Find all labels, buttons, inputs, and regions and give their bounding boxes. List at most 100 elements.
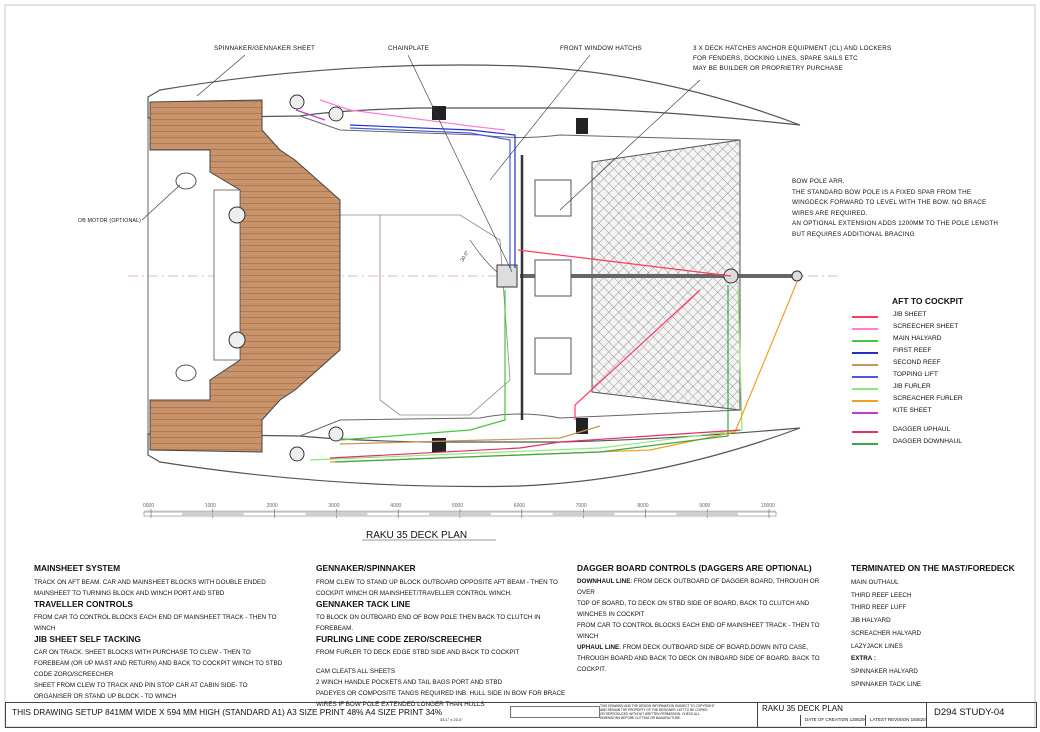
angle-label: 30.0° [460, 250, 471, 263]
ob-motor-stbd [175, 364, 197, 382]
setup-text: THIS DRAWING SETUP 841MM WIDE X 594 MM H… [12, 707, 443, 717]
fine-print-4: DIMENSIONS BEFORE CUTTING OR MANUFACTURE… [600, 716, 681, 720]
legend-label: SCREECHER SHEET [893, 323, 959, 330]
scale-label: 4000 [390, 503, 402, 509]
line-topping-lift [349, 127, 511, 268]
plan-title: RAKU 35 DECK PLAN [366, 530, 468, 541]
uphaul-text: : FROM DECK OUTBOARD SIDE OF BOARD,DOWN … [619, 644, 809, 651]
text-misc-1: CAM CLEATS ALL SHEETS [316, 668, 396, 675]
scale-segment [181, 512, 213, 516]
scale-label: 6000 [513, 503, 525, 509]
cockpit-teak-deck [149, 99, 341, 453]
project-cell [757, 702, 927, 728]
label-chainplate: CHAINPLATE [388, 45, 430, 52]
legend-swatch [852, 352, 878, 354]
label-front-window-hatchs: FRONT WINDOW HATCHS [560, 45, 642, 52]
winch-port-1 [289, 94, 305, 110]
deck-hatches-line-2: FOR FENDERS, DOCKING LINES, SPARE SAILS … [693, 55, 858, 62]
scale-segment [212, 512, 244, 516]
drawing-number: D294 STUDY-04 [934, 707, 1005, 718]
date-of-creation: DATE OF CREATION 130629 [805, 717, 865, 722]
leader-front-window [489, 54, 591, 181]
downhaul-label: DOWNHAUL LINE [577, 578, 631, 585]
label-spinnaker-sheet: SPINNAKER/GENNAKER SHEET [214, 45, 316, 52]
deck-hatches-line-1: 3 X DECK HATCHES ANCHOR EQUIPMENT (CL) A… [693, 45, 892, 52]
extra-label: EXTRA : [851, 655, 876, 663]
text-downhaul-2: TOP OF BOARD, TO DECK ON STBD SIDE OF BO… [577, 600, 810, 607]
legend-swatch [852, 412, 878, 414]
text-traveller-2: WINCH [34, 625, 56, 632]
scale-segment [305, 512, 337, 516]
fine-print: THIS DRAWING AND THE DESIGN INFORMATION … [600, 704, 715, 720]
line-screecher-sheet [319, 99, 506, 131]
winch-stbd-3 [228, 331, 246, 349]
terminated-item: JIB HALYARD [851, 617, 891, 625]
port-hull-outline [147, 64, 801, 126]
starboard-hull-outline [147, 427, 801, 488]
line-dagger-downhaul [334, 285, 729, 463]
scale-label: 2000 [266, 503, 278, 509]
bow-pole-line-4: WIRES ARE REQUIRED. [792, 209, 868, 217]
text-mainsheet-1: TRACK ON AFT BEAM. CAR AND MAINSHEET BLO… [34, 579, 266, 586]
label-deck-hatches: 3 X DECK HATCHES ANCHOR EQUIPMENT (CL) A… [693, 44, 891, 74]
scale-label: 8000 [637, 503, 649, 509]
legend-swatch [852, 376, 878, 378]
legend-swatch [852, 388, 878, 390]
bow-pole-line-2: THE STANDARD BOW POLE IS A FIXED SPAR FR… [792, 188, 972, 196]
heading-terminated: TERMINATED ON THE MAST/FOREDECK [851, 563, 1015, 573]
text-gennaker-1: FROM CLEW TO STAND UP BLOCK OUTBOARD OPP… [316, 579, 558, 586]
title-block [5, 702, 1037, 728]
terminated-item: SCREACHER HALYARD [851, 629, 922, 637]
ob-motor-port [175, 172, 197, 190]
scale-label: 3000 [328, 503, 340, 509]
notes-terminated: TERMINATED ON THE MAST/FOREDECK MAIN OUT… [851, 563, 1031, 691]
bow-pole-line-3: WINGDECK FORWARD TO LEVEL WITH THE BOW. … [792, 199, 987, 206]
scale-segment [552, 512, 584, 516]
notes-mainsheet: MAINSHEET SYSTEM TRACK ON AFT BEAM. CAR … [34, 563, 304, 702]
project-title: RAKU 35 DECK PLAN [762, 704, 843, 713]
paper-size: 33.1" x 23.4" [440, 717, 463, 722]
scale-ticks [150, 509, 770, 518]
line-jib-sheet [517, 249, 732, 420]
text-uphaul-3: COCKPIT. [577, 666, 607, 673]
legend-label: KITE SHEET [893, 407, 932, 414]
heading-furling-line: FURLING LINE CODE ZERO/SCREECHER [316, 634, 482, 644]
winch-stbd-2 [328, 426, 344, 442]
downhaul-text: : FROM DECK OUTBOARD OF DAGGER BOARD, TH… [577, 578, 820, 596]
extra-item: SPINNAKER TACK LINE [851, 680, 922, 688]
deck-hatch-2 [534, 259, 572, 297]
text-gennaker-2: COCKPIT WINCH OR MAINSHEET/TRAVELLER CON… [316, 590, 512, 597]
heading-mainsheet-system: MAINSHEET SYSTEM [34, 563, 121, 573]
legend-swatch [852, 400, 878, 402]
scale-label: 1000 [204, 503, 216, 509]
text-uphaul-2: THROUGH BOARD AND BACK TO DECK ON INBOAR… [577, 655, 820, 662]
text-misc-2: 2 WINCH HANDLE POCKETS AND TAIL BAGS POR… [316, 679, 503, 686]
fine-print-3: OR REPRODUCED WITHOUT WRITTEN PERMISSION… [600, 712, 700, 716]
legend-swatch [852, 364, 878, 366]
text-misc-3: PADEYES OR COMPOSITE TANGS REQUIRED INB.… [316, 690, 566, 697]
text-downhaul-4: FROM CAR TO CONTROL BLOCKS EACH END OF M… [577, 622, 820, 629]
legend-label: SECOND REEF [893, 359, 941, 366]
legend-label: MAIN HALYARD [893, 335, 942, 342]
text-downhaul-3: WINCHES IN COCKPIT [577, 611, 645, 618]
text-tack-1: TO BLOCK ON OUTBOARD END OF BOW POLE THE… [316, 614, 541, 621]
legend-swatch [852, 340, 878, 342]
line-first-reef [349, 124, 516, 268]
side-hatch-port [432, 106, 446, 120]
leader-spinnaker [196, 54, 246, 97]
winch-port-2 [328, 106, 344, 122]
bow-pole-line-1: BOW POLE ARR. [792, 178, 845, 185]
label-ob-motor: OB MOTOR (OPTIONAL) [78, 218, 142, 224]
legend-label: SCREACHER FURLER [893, 395, 963, 402]
scale-segment [336, 512, 368, 516]
legend-swatch [852, 328, 878, 330]
scale-segment [707, 512, 739, 516]
text-jib-2: FOREBEAM (OR UP MAST AND RETURN) AND BAC… [34, 660, 283, 667]
bow-pole-end [791, 270, 803, 282]
side-hatch-stbd [432, 438, 446, 452]
notes-dagger-board: DAGGER BOARD CONTROLS (DAGGERS ARE OPTIO… [577, 563, 837, 675]
fine-print-1: THIS DRAWING AND THE DESIGN INFORMATION … [600, 704, 715, 708]
text-misc-4: WIRES IF BOW POLE EXTENDED LONGER THAN H… [316, 701, 485, 708]
revision-cell-divider [865, 715, 866, 726]
